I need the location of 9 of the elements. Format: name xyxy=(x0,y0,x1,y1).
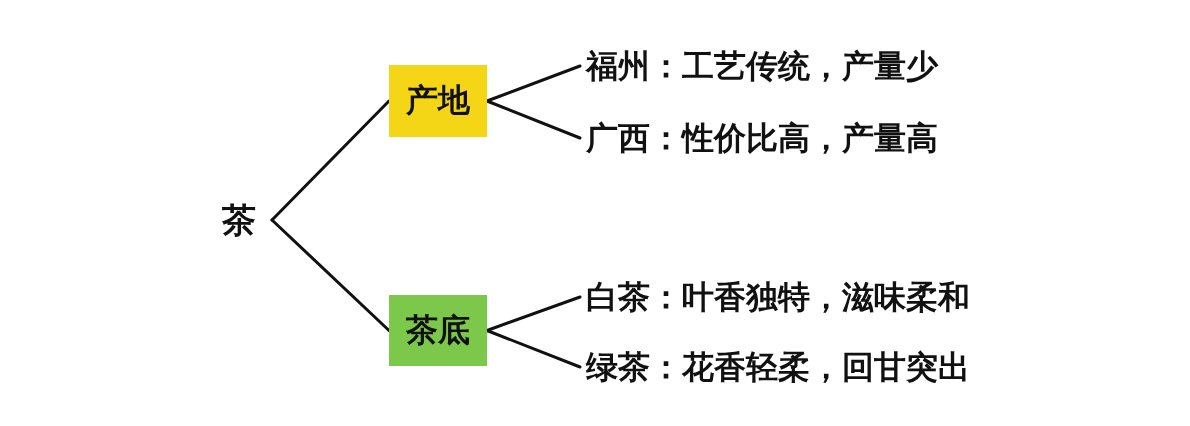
detail-label: 绿茶：花香轻柔，回甘突出 xyxy=(580,345,970,389)
connector-line xyxy=(270,218,391,332)
category-box: 茶底 xyxy=(389,295,487,366)
category-box: 产地 xyxy=(389,65,487,137)
detail-label: 广西：性价比高，产量高 xyxy=(580,116,938,160)
detail-label: 福州：工艺传统，产量少 xyxy=(580,44,938,88)
connector-line xyxy=(270,99,391,222)
detail-label: 白茶：叶香独特，滋味柔和 xyxy=(580,275,970,319)
topic-label: 茶 xyxy=(218,198,272,242)
